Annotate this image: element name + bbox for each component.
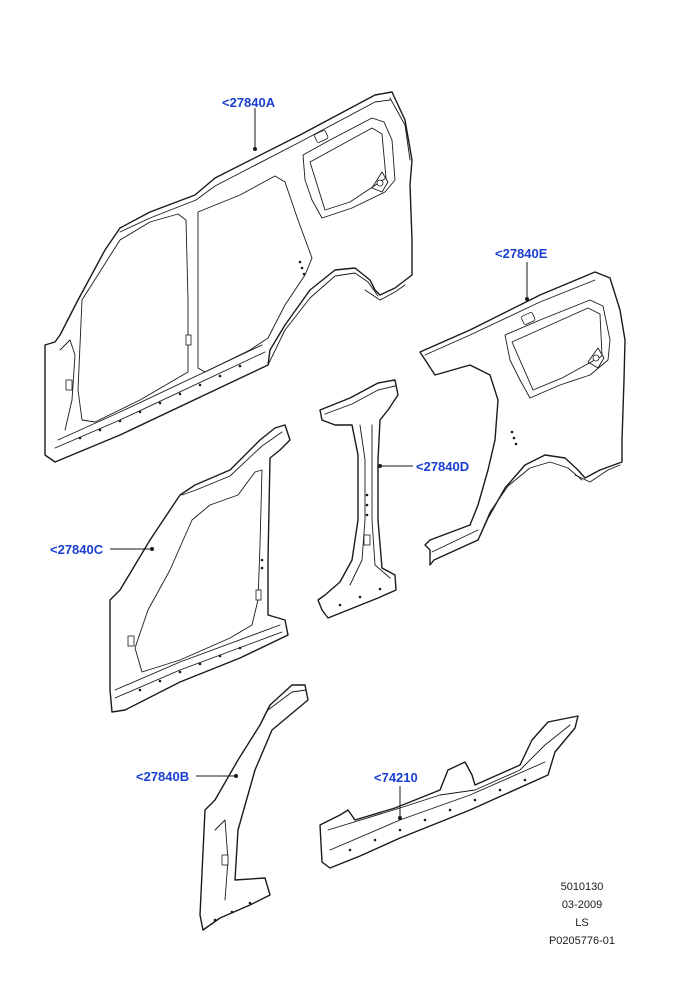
part-27840e-rear-quarter-panel	[419, 271, 626, 566]
part-27840d-centre-pillar	[317, 379, 399, 619]
leader-lines	[110, 108, 529, 820]
callout-27840c[interactable]: <27840C	[50, 542, 104, 557]
drawing-model-code: LS	[575, 917, 589, 929]
callout-27840a[interactable]: <27840A	[222, 95, 276, 110]
part-27840a-complete-body-side	[44, 91, 413, 463]
callout-27840e[interactable]: <27840E	[495, 246, 548, 261]
drawing-reference-block: 5010130 03-2009 LS P0205776-01	[522, 878, 642, 950]
drawing-part-reference: P0205776-01	[548, 935, 616, 947]
part-27840b-front-pillar	[199, 684, 309, 931]
callout-27840b[interactable]: <27840B	[136, 769, 189, 784]
callout-27840d[interactable]: <27840D	[416, 459, 469, 474]
drawing-number: 5010130	[560, 881, 604, 893]
part-27840c-front-body-side	[109, 424, 291, 713]
drawing-date: 03-2009	[561, 899, 603, 911]
part-74210-sill-panel	[319, 715, 579, 869]
callout-74210[interactable]: <74210	[374, 770, 418, 785]
